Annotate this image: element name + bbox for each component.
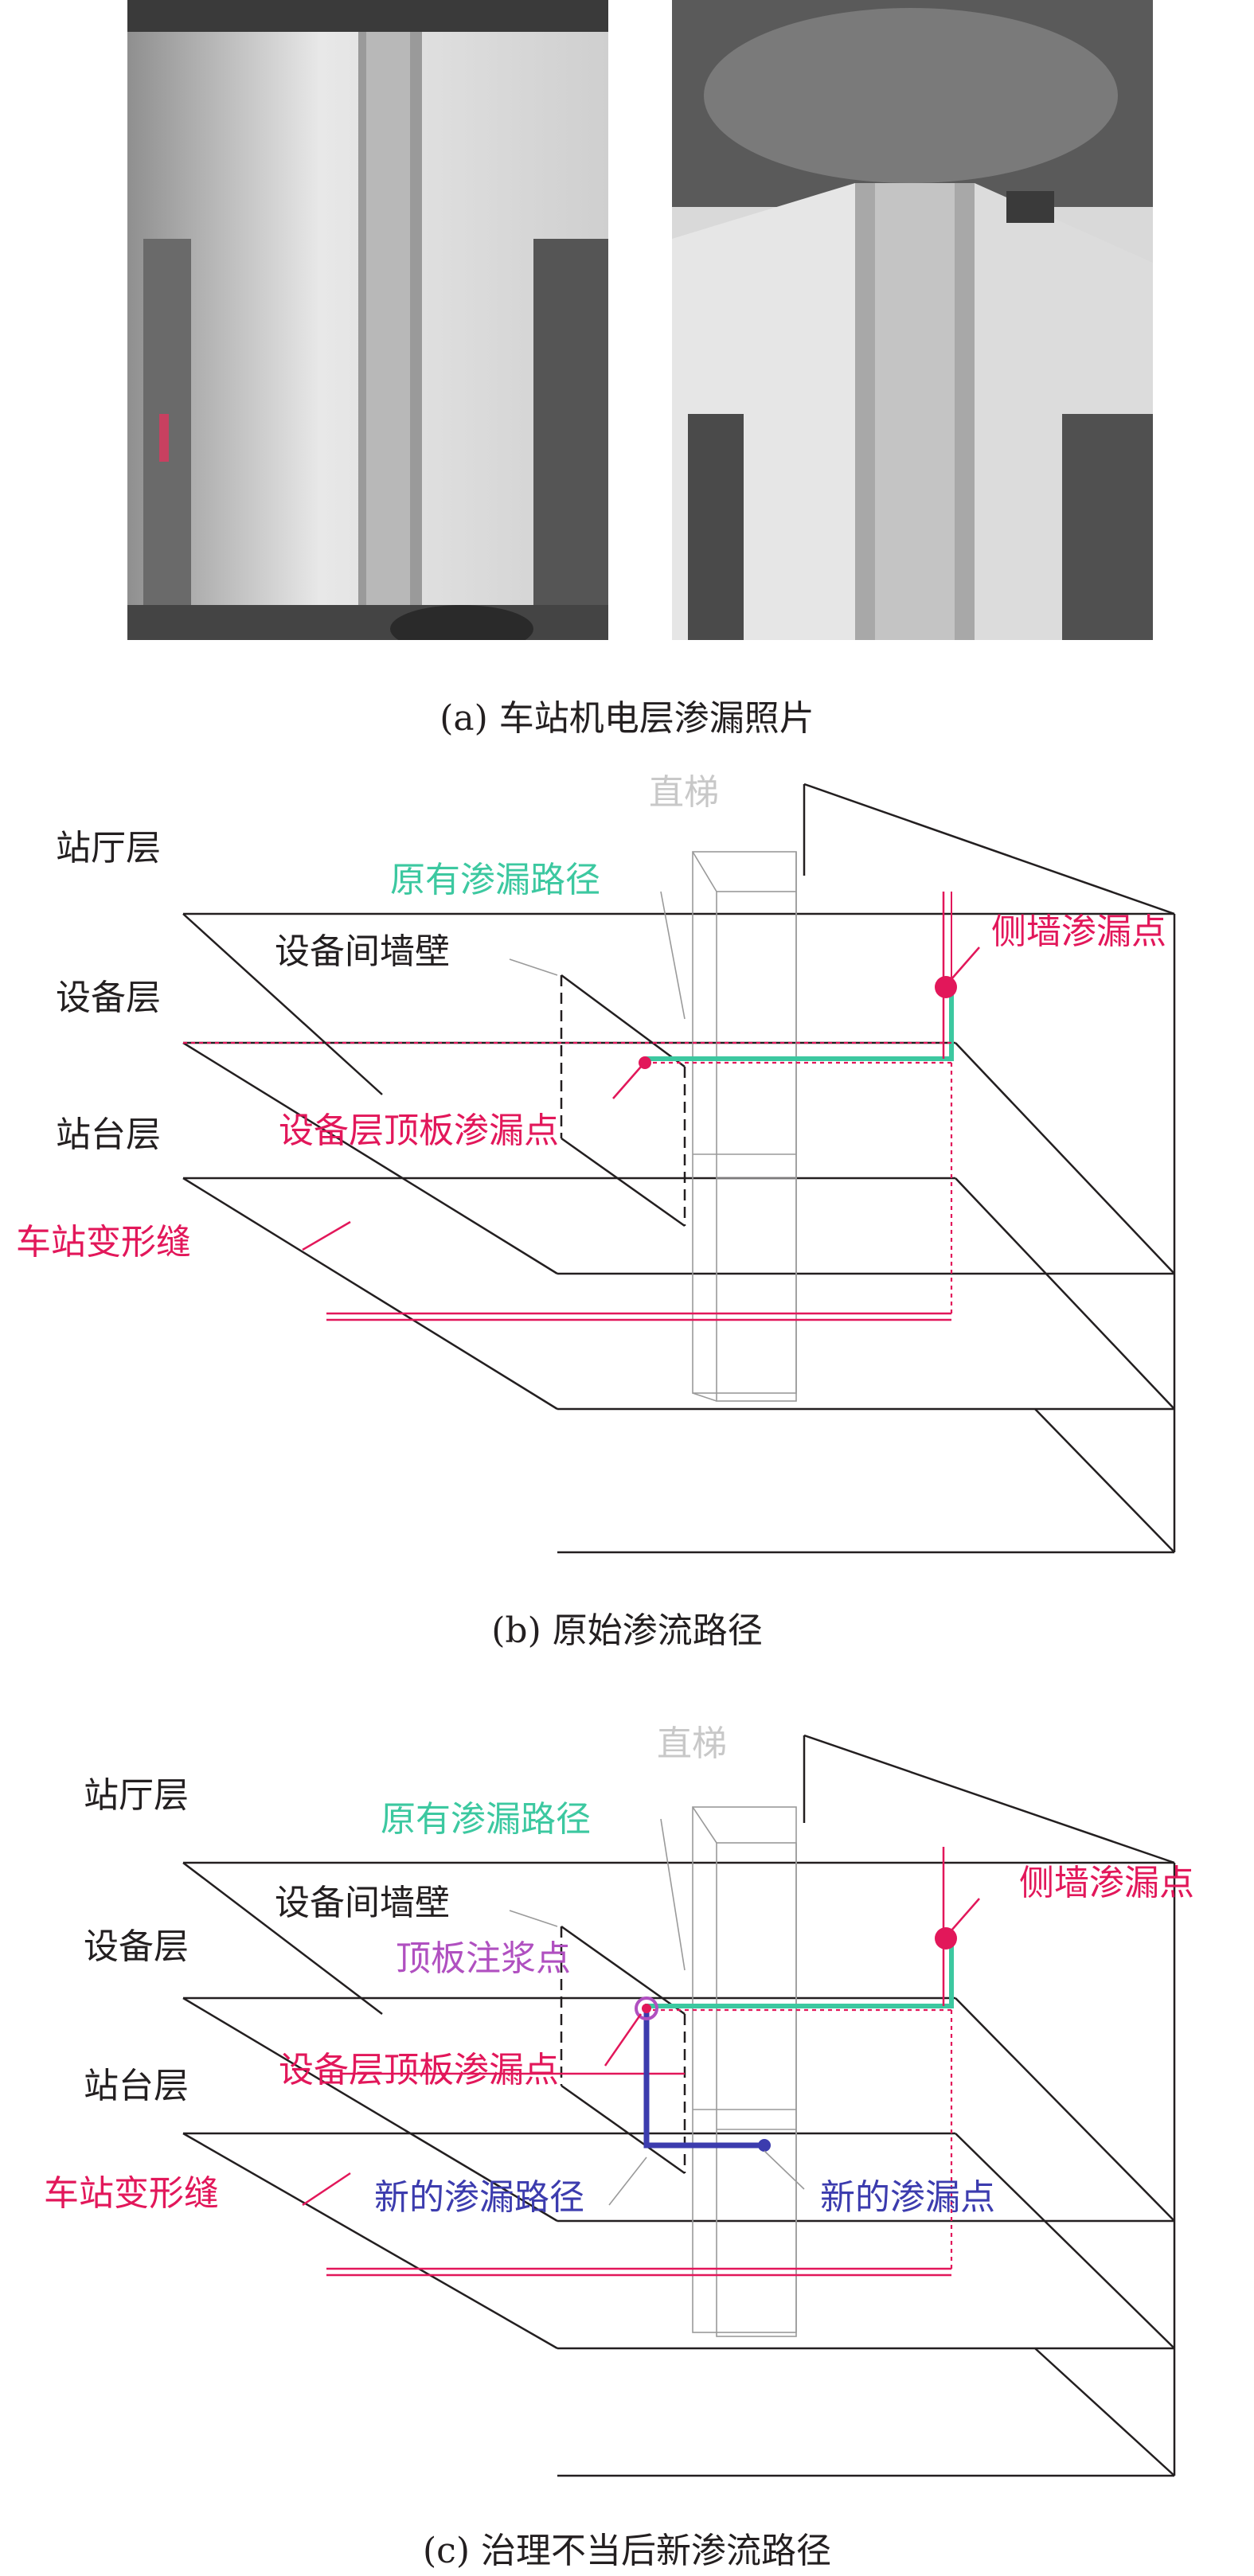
leader-roof-leak — [604, 2013, 643, 2067]
leader-original-path — [660, 891, 686, 1020]
slab-station-hall — [182, 912, 1176, 1552]
side-wall-leak-marker — [935, 976, 957, 998]
grouting-point-marker — [635, 1996, 658, 2020]
leader-original-path — [660, 1818, 686, 1971]
leader-deformation-joint — [302, 1220, 351, 1251]
diagram-new-path: 站厅层 设备层 站台层 车站变形缝 直梯 原有渗漏路径 设备间墙壁 顶板注浆点 … — [44, 1723, 1194, 2477]
roof-leak-point-marker — [642, 2004, 651, 2013]
slab-bottom — [557, 1997, 1175, 2477]
label-original-path: 原有渗漏路径 — [381, 1799, 591, 1840]
leader-side-wall-leak — [951, 946, 980, 980]
leak-photo-right-image — [672, 0, 1153, 640]
slab-station-hall — [182, 1861, 1176, 2476]
label-side-wall-leak: 侧墙渗漏点 — [1019, 1863, 1194, 1903]
leak-photo-left-image — [127, 0, 608, 640]
leader-side-wall-leak — [951, 1898, 980, 1931]
label-deformation-joint: 车站变形缝 — [44, 2173, 219, 2214]
leader-equipment-wall — [509, 958, 558, 976]
slab-bottom — [557, 1042, 1175, 1554]
slab-platform-floor — [182, 1177, 1174, 1411]
label-new-leak-point: 新的渗漏点 — [820, 2177, 995, 2218]
label-new-path: 新的渗漏路径 — [374, 2177, 584, 2218]
slab-equipment-floor — [182, 1996, 955, 2223]
diagram-original-path: 站厅层 设备层 站台层 车站变形缝 直梯 原有渗漏路径 设备间墙壁 设备层顶板渗… — [16, 772, 1176, 1554]
leak-photo-right — [672, 0, 1153, 640]
label-deformation-joint: 车站变形缝 — [16, 1222, 191, 1263]
caption-a: (a) 车站机电层渗漏照片 — [439, 698, 815, 739]
elevator-shaft — [692, 851, 797, 1402]
new-leak-path — [643, 2010, 764, 2149]
slab-platform-floor — [182, 2132, 1174, 2350]
original-leak-path — [645, 1847, 954, 2008]
deformation-joint-lines — [326, 2008, 953, 2277]
leader-equipment-wall — [509, 1910, 558, 1927]
leak-photo-left — [127, 0, 608, 640]
side-wall — [803, 1734, 1175, 1864]
side-wall-leak-marker — [935, 1927, 957, 1950]
label-equipment-floor: 设备层 — [56, 978, 161, 1018]
label-equipment-wall: 设备间墙壁 — [275, 931, 450, 972]
deformation-joint-lines — [183, 1041, 955, 1321]
side-wall — [803, 783, 1175, 915]
caption-b: (b) 原始渗流路径 — [491, 1610, 763, 1651]
label-station-hall: 站厅层 — [56, 828, 161, 868]
new-leak-point-marker — [758, 2139, 771, 2152]
elevator-shaft — [692, 1806, 797, 2337]
label-platform-floor: 站台层 — [56, 1114, 161, 1155]
label-elevator: 直梯 — [649, 772, 719, 813]
equipment-room-wall — [560, 974, 686, 1228]
leader-roof-leak — [612, 1066, 642, 1099]
label-original-path: 原有渗漏路径 — [390, 860, 600, 900]
label-roof-leak-point: 设备层顶板渗漏点 — [279, 1110, 559, 1151]
equipment-room-wall — [560, 1925, 686, 2175]
leader-new-path — [608, 2156, 647, 2206]
label-elevator: 直梯 — [657, 1723, 727, 1764]
label-platform-floor: 站台层 — [84, 2066, 189, 2106]
label-equipment-floor: 设备层 — [84, 1926, 189, 1967]
leader-deformation-joint — [302, 2172, 351, 2207]
caption-c: (c) 治理不当后新渗流路径 — [423, 2531, 831, 2571]
label-equipment-wall: 设备间墙壁 — [275, 1883, 450, 1923]
label-side-wall-leak: 侧墙渗漏点 — [991, 911, 1166, 952]
slab-equipment-floor — [182, 1041, 955, 1275]
roof-leak-point-marker — [639, 1056, 651, 1069]
leader-new-leak-point — [764, 2150, 805, 2190]
label-station-hall: 站厅层 — [84, 1775, 189, 1816]
label-roof-leak-point: 设备层顶板渗漏点 — [279, 2050, 559, 2090]
original-leak-path — [645, 892, 954, 1061]
label-grouting-point: 顶板注浆点 — [396, 1938, 571, 1979]
